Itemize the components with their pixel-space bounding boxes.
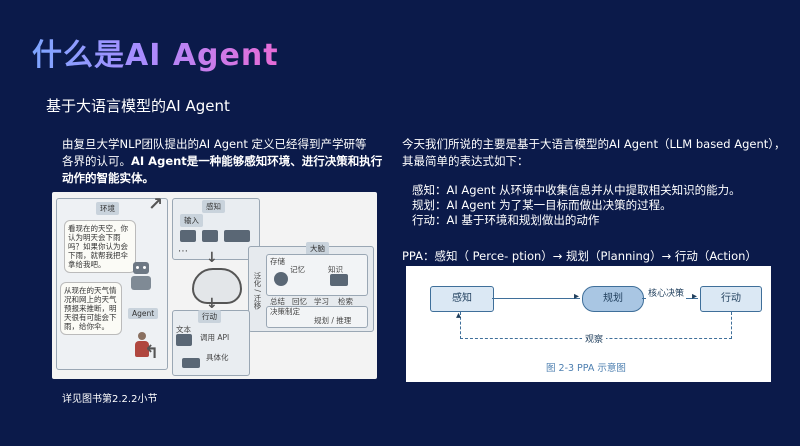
def-perception: 感知：AI Agent 从环境中收集信息并从中提取相关知识的能力。	[412, 183, 741, 197]
right-intro: 今天我们所说的主要是基于大语言模型的AI Agent（LLM based Age…	[402, 136, 792, 170]
left-para-line2: 各界的认可。AI Agent是一种能够感知环境、进行决策和执行	[62, 153, 392, 170]
arrow-down-to-brain-icon: ↓	[206, 250, 218, 266]
book-icon	[330, 274, 348, 286]
robot-arm-icon	[182, 358, 200, 368]
arrow-head-1-icon: ▸	[574, 291, 580, 302]
arrow-head-2-icon: ▸	[692, 291, 698, 302]
brain-icon	[192, 268, 242, 304]
slide-subtitle: 基于大语言模型的AI Agent	[46, 97, 230, 115]
right-intro-line1: 今天我们所说的主要是基于大语言模型的AI Agent（LLM based Age…	[402, 137, 786, 151]
text-output-label: 文本	[176, 325, 191, 334]
left-para-line3: 动作的智能实体。	[62, 171, 154, 185]
plan-reason-label: 规划 / 推理	[314, 316, 352, 325]
knowledge-label: 知识	[328, 265, 343, 274]
agent-label: Agent	[128, 308, 159, 319]
retrieve-label: 检索	[338, 297, 353, 306]
agent-framework-figure: 环境 看现在的天空，你认为明天会下雨吗？如果你认为会下雨，就帮我把伞拿给我吧。 …	[52, 192, 377, 379]
ppa-arrow-1	[492, 298, 580, 299]
core-decision-label: 核心决策	[646, 286, 687, 299]
left-para-line2-text: 各界的认可。	[62, 154, 131, 168]
recall-label: 回忆	[292, 297, 307, 306]
ppa-plan-box: 规划	[582, 286, 644, 312]
ppa-act-box: 行动	[700, 286, 762, 312]
ellipsis-icon: ⋯	[178, 246, 188, 257]
left-para-line2-bold: AI Agent是一种能够感知环境、进行决策和执行	[131, 154, 383, 168]
slide-title: 什么是AI Agent	[32, 30, 279, 74]
generalize-transfer-label: 泛化 / 迁移	[253, 272, 262, 310]
perception-label: 感知	[202, 200, 225, 213]
arrow-up-icon: ▴	[456, 310, 462, 321]
text-output-icon	[176, 334, 192, 346]
ppa-figure-caption: 图 2-3 PPA 示意图	[546, 363, 626, 374]
text-input-icon	[180, 230, 196, 242]
left-para-line1: 由复旦大学NLP团队提出的AI Agent 定义已经得到产学研等	[62, 137, 367, 151]
storage-label: 存储	[270, 257, 285, 266]
definitions-list: 感知：AI Agent 从环境中收集信息并从中提取相关知识的能力。 规划：AI …	[412, 183, 741, 228]
learn-label: 学习	[314, 297, 329, 306]
clock-icon	[274, 272, 288, 286]
embodiment-label: 具体化	[206, 353, 229, 362]
input-label: 输入	[180, 214, 203, 227]
def-action: 行动：AI 基于环境和规划做出的动作	[412, 213, 600, 227]
right-intro-line2: 其最简单的表达式如下：	[402, 154, 529, 168]
ppa-figure: 感知 ▸ 规划 核心决策 ▸ 行动 ▴ 观察 图 2-3 PPA 示意图	[406, 266, 771, 382]
left-figure-caption: 详见图书第2.2.2小节	[62, 394, 158, 405]
action-label: 行动	[198, 310, 221, 323]
image-input-icon	[202, 230, 218, 242]
def-planning: 规划：AI Agent 为了某一目标而做出决策的过程。	[412, 198, 672, 212]
arrow-from-action-icon: ↰	[144, 342, 160, 363]
robot-icon	[130, 262, 152, 292]
ppa-expression: PPA：感知（ Perce- ption）→ 规划（Planning）→ 行动（…	[402, 249, 757, 263]
observe-label: 观察	[582, 332, 607, 345]
arrow-to-perception-icon: ↗	[148, 194, 164, 215]
storage-panel	[266, 254, 368, 296]
summary-label: 总结	[270, 297, 285, 306]
decision-panel	[266, 306, 368, 328]
audio-input-icon	[224, 230, 250, 242]
ppa-perceive-box: 感知	[430, 286, 494, 312]
left-paragraph: 由复旦大学NLP团队提出的AI Agent 定义已经得到产学研等 各界的认可。A…	[62, 136, 392, 187]
memory-label: 记忆	[290, 265, 305, 274]
decision-label: 决策制定	[270, 307, 300, 316]
perception-panel	[172, 198, 260, 260]
arrow-down-to-action-icon: ↓	[206, 296, 218, 312]
environment-label: 环境	[96, 202, 119, 215]
speech-bubble-user: 看现在的天空，你认为明天会下雨吗？如果你认为会下雨，就帮我把伞拿给我吧。	[64, 220, 136, 273]
speech-bubble-agent: 从现在的天气情况和网上的天气预报来推断，明天很有可能会下雨，给你伞。	[60, 282, 122, 335]
person-icon	[134, 332, 150, 358]
tool-api-label: 调用 API	[200, 333, 230, 342]
brain-label: 大脑	[306, 242, 329, 255]
